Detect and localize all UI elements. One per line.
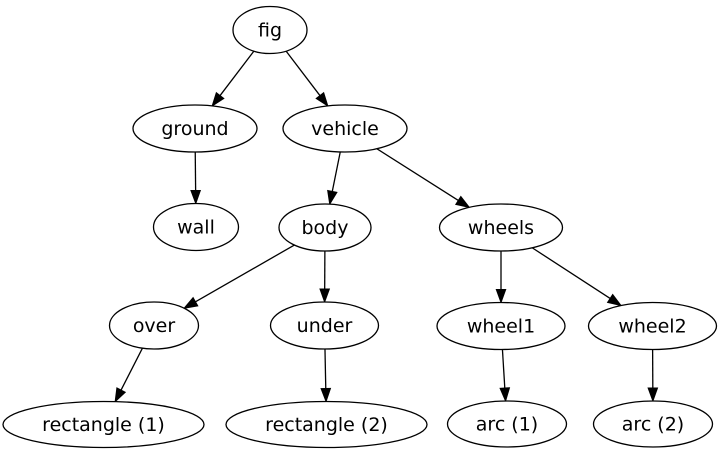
node-wheel2: wheel2 [587,301,718,351]
node-label: rectangle (1) [42,414,165,436]
node-ellipse [446,400,568,448]
edge-fig-vehicle [285,50,329,108]
node-wheels: wheels [438,203,564,252]
node-label: wheel1 [467,316,535,338]
node-wall: wall [152,202,240,252]
edge-line [501,349,506,389]
edge-arrowhead-icon [647,387,659,403]
edge-arrowhead-icon [211,91,225,108]
node-ellipse [587,301,718,351]
edge-line [120,347,144,391]
edge-line [195,244,295,303]
node-ellipse [438,203,564,252]
edge-vehicle-wheels [376,148,471,209]
edge-arrowhead-icon [454,195,471,209]
edge-arrowhead-icon [114,387,127,403]
node-ellipse [108,301,200,350]
edge-fig-ground [211,50,255,108]
edge-arrowhead-icon [327,189,338,206]
edge-vehicle-body [327,151,341,206]
node-ellipse [232,5,308,55]
edge-line [219,50,255,96]
node-label: vehicle [311,118,379,140]
edge-line [331,151,341,192]
edge-arrowhead-icon [190,189,202,205]
node-label: arc (1) [476,414,538,436]
node-arc2: arc (2) [592,400,714,448]
node-label: arc (2) [622,414,684,436]
node-under: under [269,301,380,350]
node-fig: fig [232,5,308,55]
edge-line [531,247,611,299]
node-label: over [133,315,176,337]
node-over: over [108,301,200,350]
node-ellipse [278,203,372,252]
node-ellipse [225,400,428,449]
node-wheel1: wheel1 [436,301,566,351]
edge-ground-wall [190,151,202,205]
node-ellipse [436,301,566,351]
node-vehicle: vehicle [282,104,408,153]
node-ellipse [152,202,240,252]
edge-body-over [182,244,295,309]
edge-line [324,348,327,389]
node-label: ground [161,118,228,140]
node-ellipse [269,301,380,350]
edge-under-rect2 [320,348,332,403]
node-ellipse [132,104,258,153]
edge-wheels-wheel1 [495,251,507,304]
edge-over-rect1 [114,347,144,403]
edge-wheel1-arc1 [499,349,511,403]
edge-wheels-wheel2 [531,247,623,307]
edge-arrowhead-icon [315,91,329,108]
node-label: wall [177,217,215,239]
edge-line [285,50,321,96]
edge-arrowhead-icon [495,289,507,304]
edge-arrowhead-icon [319,288,331,304]
node-label: body [302,217,349,239]
edge-arrowhead-icon [320,387,332,403]
node-label: wheels [468,217,534,239]
node-label: wheel2 [618,316,686,338]
node-ellipse [282,104,408,153]
edge-arrowhead-icon [606,293,623,307]
node-ellipse [2,400,205,449]
edge-arrowhead-icon [182,296,199,309]
node-rect1: rectangle (1) [2,400,205,449]
edge-arrowhead-icon [499,387,511,403]
node-label: fig [258,20,282,42]
node-label: under [297,315,353,337]
node-rect2: rectangle (2) [225,400,428,449]
node-label: rectangle (2) [265,414,388,436]
edge-wheel2-arc2 [647,349,659,403]
node-ellipse [592,400,714,448]
node-ground: ground [132,104,258,153]
edge-line [376,148,459,201]
edge-body-under [319,250,331,304]
node-body: body [278,203,372,252]
node-arc1: arc (1) [446,400,568,448]
